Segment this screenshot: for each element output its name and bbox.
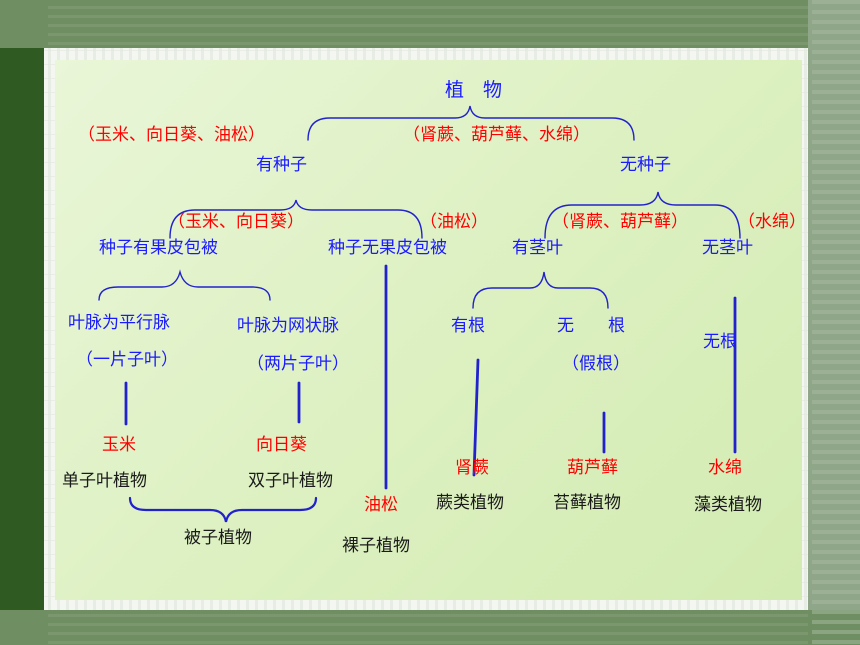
moss-label: 葫芦藓 <box>567 458 618 478</box>
monocot-note: （一片子叶） <box>76 350 178 370</box>
seed-plants-label: 有种子 <box>256 155 307 175</box>
stem-leaf-examples: （肾蕨、葫芦藓） <box>552 212 688 232</box>
seedless-examples: （肾蕨、葫芦藓、水绵） <box>403 125 590 145</box>
stem-leaf-label: 有茎叶 <box>512 238 563 258</box>
no-stem-leaf-examples: （水绵） <box>738 212 806 232</box>
dicot-note: （两片子叶） <box>247 354 349 374</box>
algae-label: 藻类植物 <box>694 495 762 515</box>
covered-examples: （玉米、向日葵） <box>168 212 304 232</box>
sunflower-label: 向日葵 <box>256 435 307 455</box>
fern-plants-label: 蕨类植物 <box>436 493 504 513</box>
fruit-covered-label: 种子有果皮包被 <box>99 238 218 258</box>
bare-examples: （油松） <box>420 212 488 232</box>
no-stem-leaf-label: 无茎叶 <box>702 238 753 258</box>
gymnosperm-label: 裸子植物 <box>342 536 410 556</box>
no-root-label: 无 根 <box>557 316 625 336</box>
rootless-label: 无根 <box>703 332 737 352</box>
alga-label: 水绵 <box>708 458 742 478</box>
has-root-label: 有根 <box>451 316 485 336</box>
fern-label: 肾蕨 <box>455 458 489 478</box>
fruit-bare-label: 种子无果皮包被 <box>328 238 447 258</box>
monocot-label: 单子叶植物 <box>62 471 147 491</box>
seedless-plants-label: 无种子 <box>620 155 671 175</box>
root-label: 植 物 <box>445 79 503 101</box>
seed-examples: （玉米、向日葵、油松） <box>78 125 265 145</box>
netted-veins-label: 叶脉为网状脉 <box>237 316 339 336</box>
pine-label: 油松 <box>364 495 398 515</box>
angiosperm-label: 被子植物 <box>184 528 252 548</box>
moss-plants-label: 苔藓植物 <box>553 493 621 513</box>
dicot-label: 双子叶植物 <box>248 471 333 491</box>
false-root-note: （假根） <box>562 354 630 374</box>
parallel-veins-label: 叶脉为平行脉 <box>68 313 170 333</box>
corn-label: 玉米 <box>102 435 136 455</box>
